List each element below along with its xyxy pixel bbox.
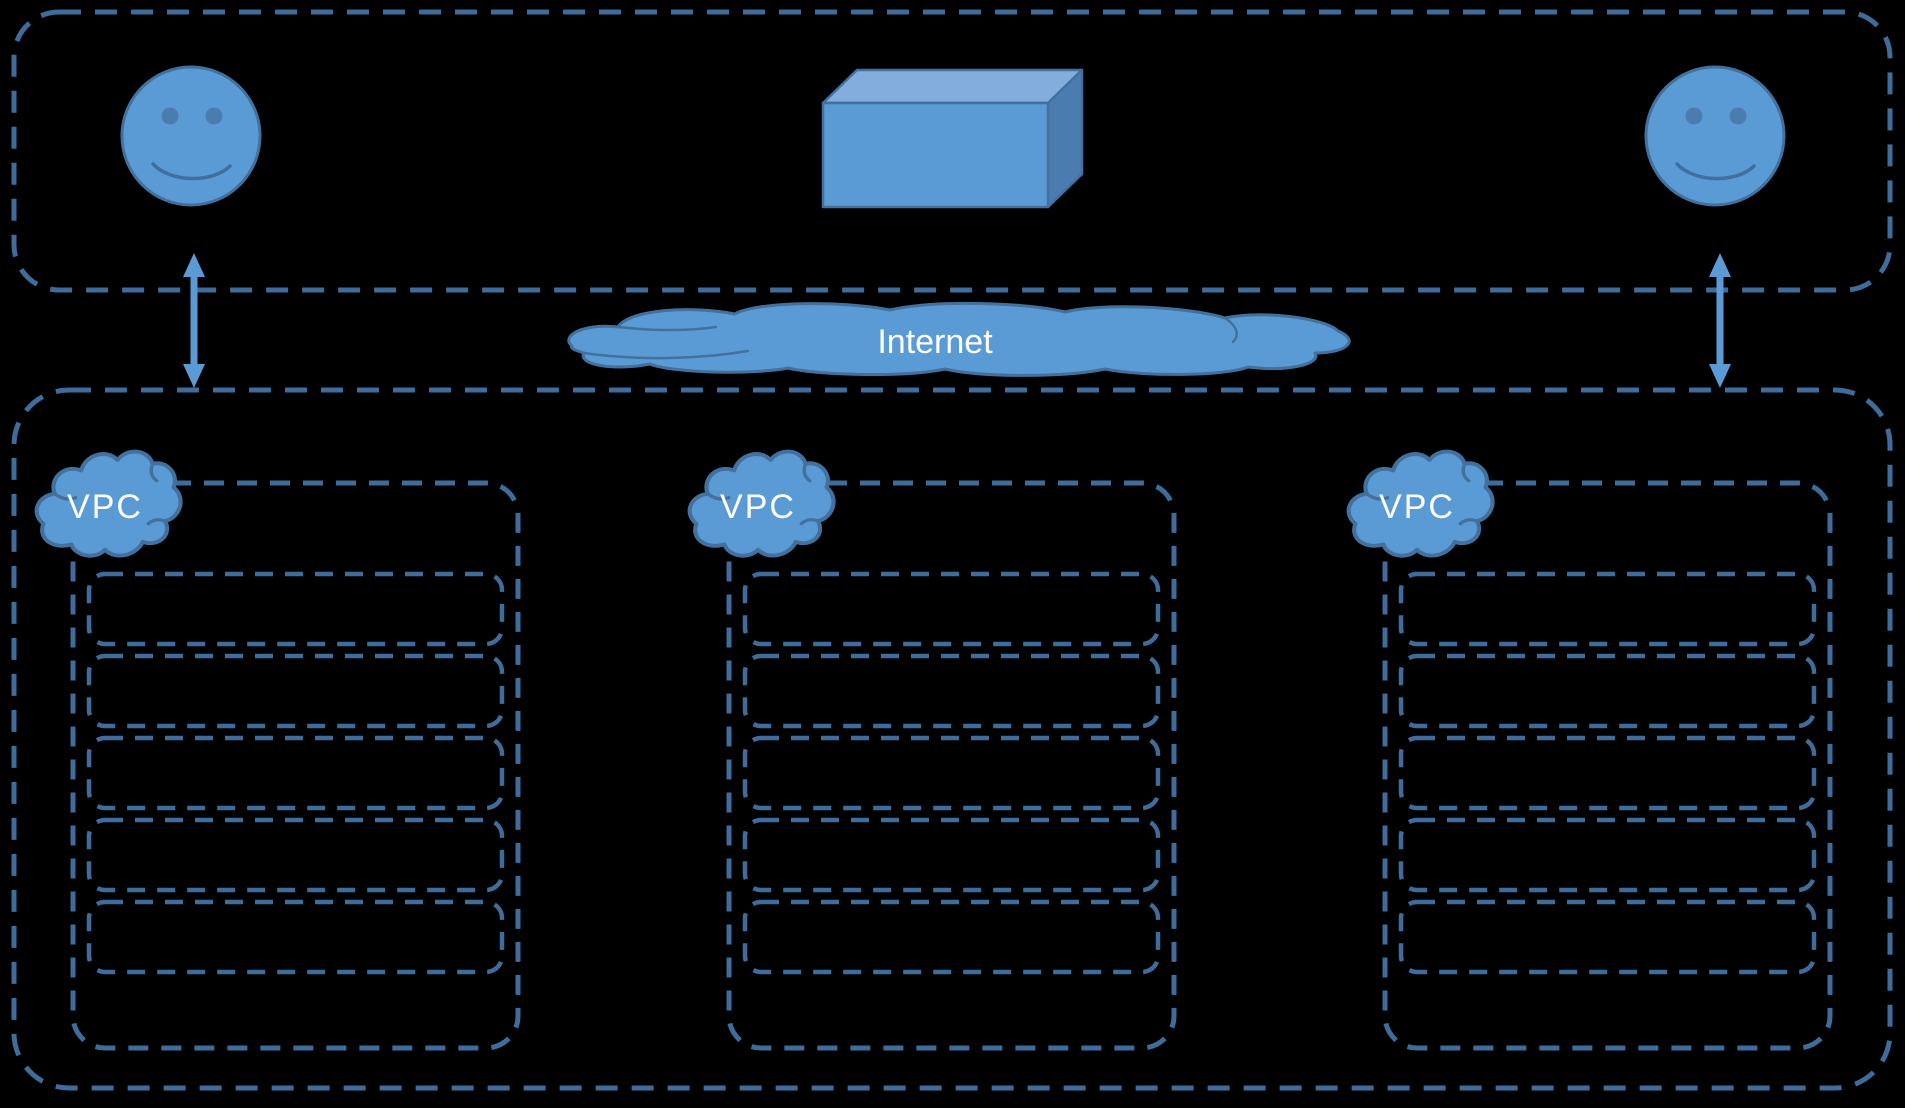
- subnet-box: [86, 653, 505, 729]
- subnet-box: [1398, 571, 1817, 647]
- internet-cloud-group: Internet: [567, 301, 1351, 377]
- subnet-box: [1398, 817, 1817, 893]
- vpc-group-1: VPC: [37, 452, 521, 1051]
- subnet-box: [742, 735, 1161, 811]
- subnet-box: [742, 817, 1161, 893]
- vpc-container-box: [70, 480, 521, 1051]
- subnet-box: [86, 735, 505, 811]
- subnet-box: [86, 571, 505, 647]
- vpc-label: VPC: [1379, 488, 1455, 526]
- vpc-label: VPC: [67, 488, 143, 526]
- subnet-box: [86, 899, 505, 975]
- cube-top-face: [821, 68, 1084, 105]
- internet-cloud-icon: [567, 301, 1351, 377]
- vpc-label: VPC: [720, 488, 796, 526]
- user-smiley-left-icon: [120, 65, 262, 207]
- subnet-box: [86, 817, 505, 893]
- cube-front-face: [821, 101, 1050, 209]
- cloud-provider-zone-box: [11, 387, 1893, 1091]
- vpc-group-2: VPC: [690, 452, 1177, 1051]
- internet-cloud-detail: [582, 316, 1238, 360]
- internet-label: Internet: [877, 323, 993, 361]
- subnet-box: [742, 899, 1161, 975]
- subnet-box: [1398, 735, 1817, 811]
- subnet-box: [742, 571, 1161, 647]
- server-cube-icon: [821, 68, 1084, 209]
- vpc-container-box: [1382, 480, 1833, 1051]
- subnet-box: [1398, 653, 1817, 729]
- user-smiley-right-icon: [1644, 65, 1786, 207]
- double-arrow-right-icon: [1709, 253, 1731, 388]
- vpc-container-box: [726, 480, 1177, 1051]
- double-arrow-left-icon: [183, 253, 205, 388]
- vpc-group-3: VPC: [1349, 452, 1833, 1051]
- subnet-box: [1398, 899, 1817, 975]
- subnet-box: [742, 653, 1161, 729]
- users-zone-box: [11, 9, 1893, 293]
